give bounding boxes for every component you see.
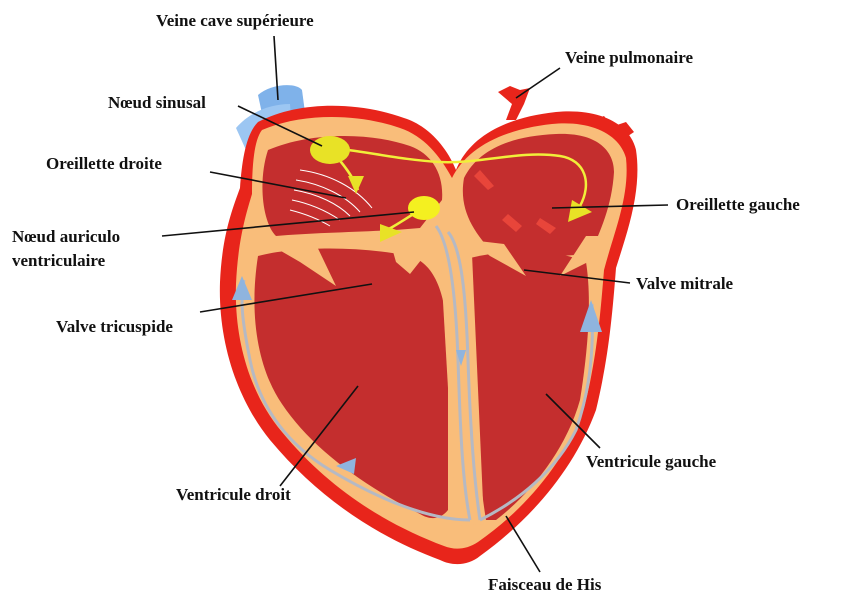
label-valve-mitrale: Valve mitrale <box>636 274 734 293</box>
label-noeud-av-line1: Nœud auriculo <box>12 227 120 246</box>
label-faisceau-his: Faisceau de His <box>488 575 602 594</box>
atrioventricular-node <box>408 196 440 220</box>
label-valve-tricuspide: Valve tricuspide <box>56 317 173 336</box>
leader-faisceau-his <box>506 516 540 572</box>
label-ventricule-gauche: Ventricule gauche <box>586 452 717 471</box>
label-oreillette-droite: Oreillette droite <box>46 154 162 173</box>
label-ventricule-droit: Ventricule droit <box>176 485 291 504</box>
label-oreillette-gauche: Oreillette gauche <box>676 195 800 214</box>
label-noeud-sinusal: Nœud sinusal <box>108 93 206 112</box>
sinus-node <box>310 136 350 164</box>
label-veine-cave: Veine cave supérieure <box>156 11 314 30</box>
label-veine-pulmonaire: Veine pulmonaire <box>565 48 693 67</box>
left-ventricle-chamber <box>470 252 589 520</box>
leader-veine-pulmonaire <box>516 68 560 98</box>
label-noeud-av-line2: ventriculaire <box>12 251 106 270</box>
